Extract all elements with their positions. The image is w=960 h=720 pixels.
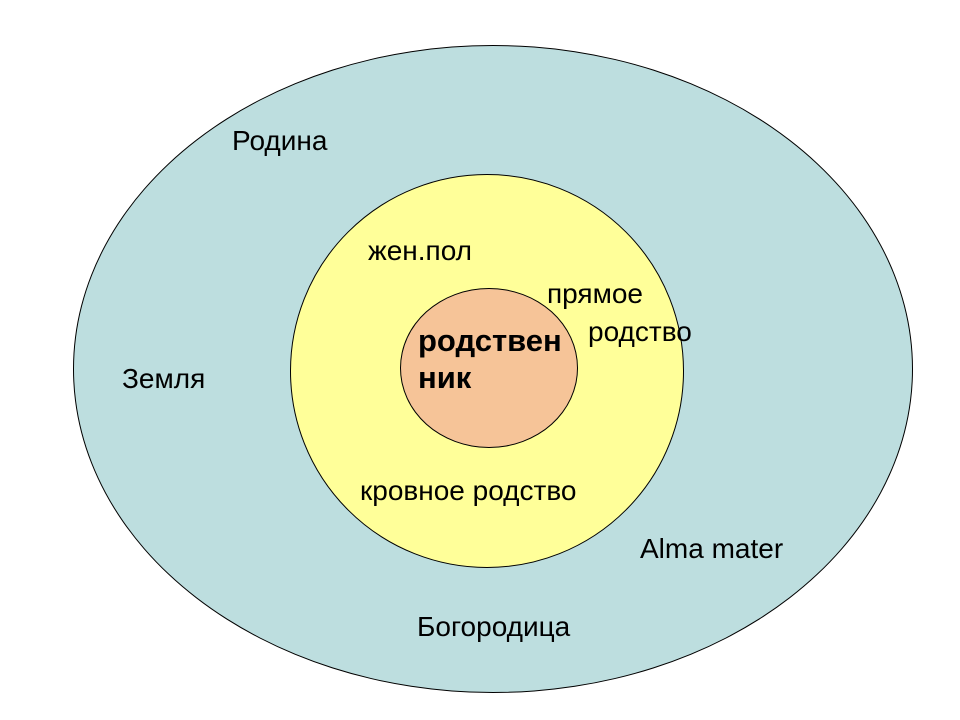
label-zhen-pol: жен.пол: [368, 235, 473, 266]
label-rodstvo: родство: [588, 316, 692, 347]
label-zemlya: Земля: [122, 363, 206, 394]
label-rodina: Родина: [232, 125, 328, 156]
label-pryamoe: прямое: [547, 278, 643, 309]
inner-circle-label-line2: ник: [418, 360, 472, 395]
inner-circle-label-line1: родствен: [418, 323, 562, 358]
inner-circle-label: родствен ник: [418, 322, 562, 396]
inner-circle: [400, 288, 578, 448]
label-bogoroditsa: Богородица: [417, 611, 571, 642]
label-alma-mater: Alma mater: [640, 533, 784, 564]
label-krovnoe-rodstvo: кровное родство: [360, 475, 577, 506]
